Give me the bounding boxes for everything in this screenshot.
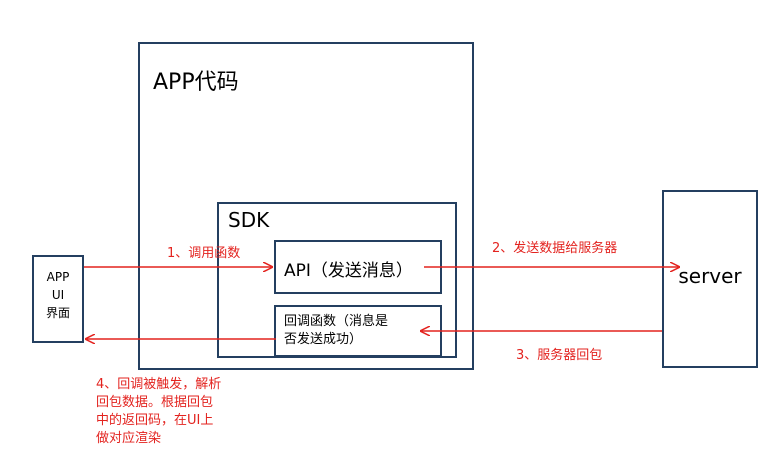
step2-label: 2、发送数据给服务器 xyxy=(492,241,618,256)
app-ui-label: APP UI 界面 xyxy=(45,270,70,320)
step3-label: 3、服务器回包 xyxy=(516,348,603,363)
step4-label: 4、回调被触发，解析 回包数据。根据回包 中的返回码，在UI上 做对应渲染 xyxy=(96,377,222,446)
app-ui-box xyxy=(32,255,84,343)
server-box xyxy=(662,190,758,368)
sdk-title: SDK xyxy=(228,208,270,232)
api-label: API（发送消息） xyxy=(284,261,413,281)
callback-function-label: 回调函数（消息是 否发送成功） xyxy=(284,314,389,347)
server-label: server xyxy=(678,264,742,288)
step1-label: 1、调用函数 xyxy=(167,246,241,261)
app-code-title: APP代码 xyxy=(153,70,239,95)
callback-function-box xyxy=(274,305,442,357)
